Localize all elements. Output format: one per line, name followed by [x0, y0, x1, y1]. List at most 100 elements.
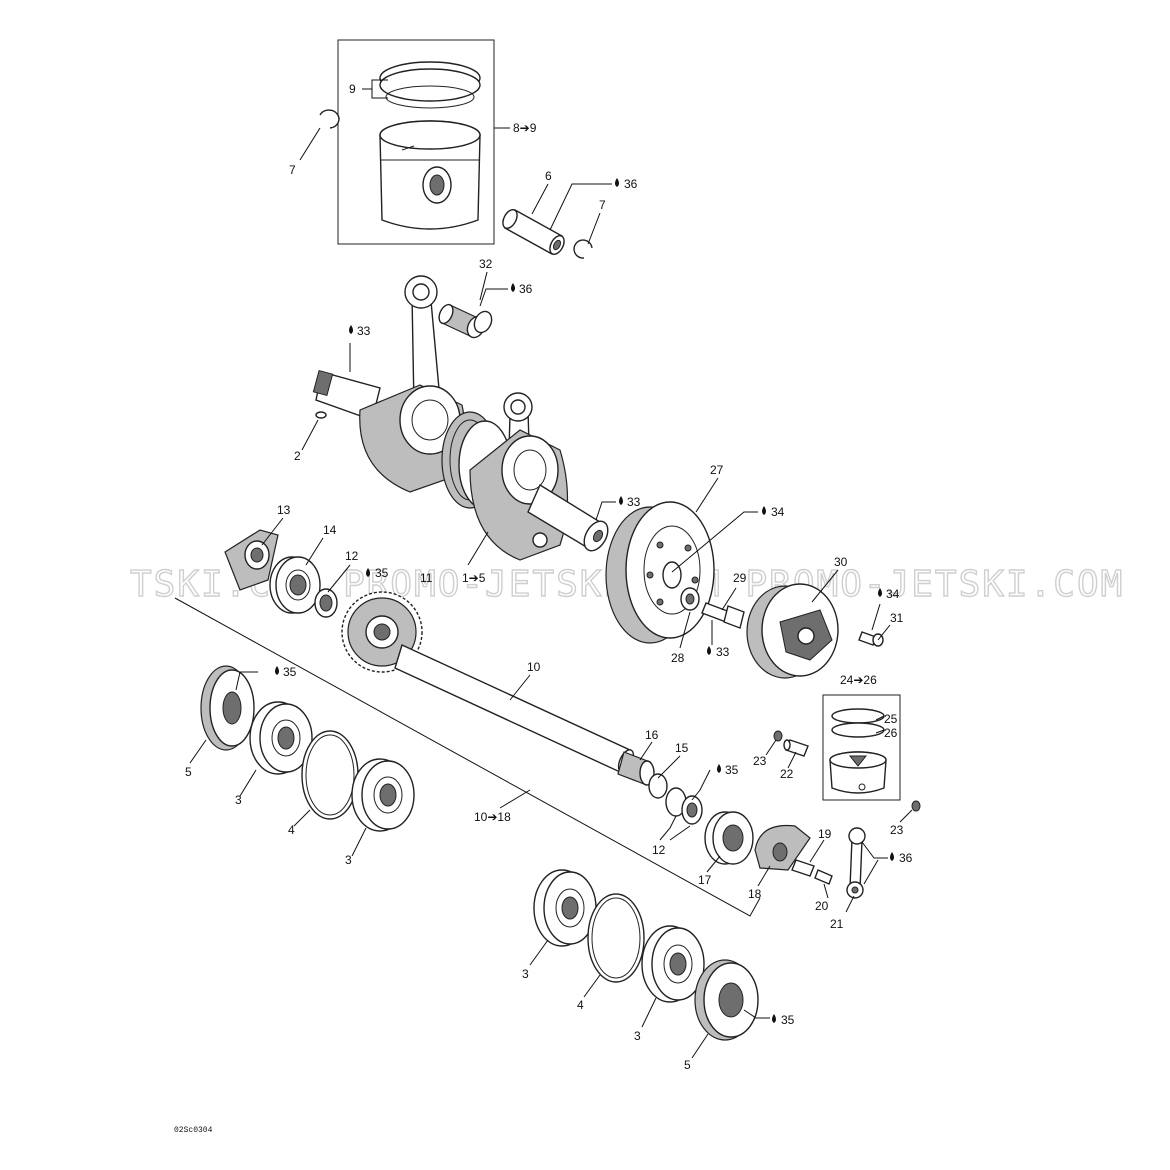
- seals-12-lower: [665, 787, 703, 825]
- woodruff-key: [315, 411, 327, 419]
- callout-9: 9: [349, 82, 356, 96]
- callout-32: 32: [479, 257, 493, 271]
- callout-2: 2: [294, 449, 301, 463]
- callout-13: 13: [277, 503, 291, 517]
- circlip-upper: [319, 109, 340, 129]
- circlip-15: [648, 773, 668, 799]
- callout-6: 6: [545, 169, 552, 183]
- drop-icon: [707, 646, 711, 655]
- callout-30: 30: [834, 555, 848, 569]
- callout-3-left-a: 3: [235, 793, 242, 807]
- callout-35-seal: 35: [283, 665, 297, 679]
- balancer-shaft-10: [394, 644, 635, 773]
- callout-4-left: 4: [288, 823, 295, 837]
- callout-36-pin: 36: [624, 177, 638, 191]
- drawing-code: 02Sc0304: [174, 1126, 213, 1135]
- callout-23-upper: 23: [753, 754, 767, 768]
- callout-33-screw: 33: [716, 645, 730, 659]
- washer-28: [680, 587, 700, 611]
- callout-10: 10: [527, 660, 541, 674]
- callout-11: 11: [420, 571, 433, 585]
- screw-29: [701, 602, 745, 629]
- pin-22: [783, 739, 809, 757]
- balancer-weight-18: [754, 824, 811, 871]
- drive-coupler: [746, 583, 839, 679]
- callout-24-26: 24➔26: [840, 673, 877, 687]
- drop-icon: [878, 588, 882, 597]
- drop-icon: [366, 568, 370, 577]
- callout-23-lower: 23: [890, 823, 904, 837]
- screw-20: [814, 869, 833, 885]
- callout-26: 26: [884, 726, 898, 740]
- drop-icon: [275, 666, 279, 675]
- callout-3-lower-b: 3: [634, 1029, 641, 1043]
- callout-35-lower: 35: [781, 1013, 795, 1027]
- callout-36-rod: 36: [899, 851, 913, 865]
- callout-3-lower-a: 3: [522, 967, 529, 981]
- callout-3-left-b: 3: [345, 853, 352, 867]
- callout-15: 15: [675, 741, 689, 755]
- drop-icon: [772, 1014, 776, 1023]
- needle-bearing-16: [617, 751, 655, 786]
- callout-29: 29: [733, 571, 747, 585]
- leader-lines: [174, 79, 913, 1059]
- callout-4-lower: 4: [577, 998, 584, 1012]
- callout-21: 21: [830, 917, 844, 931]
- callout-33-left: 33: [357, 324, 371, 338]
- bearing-3-left-b: [351, 758, 415, 832]
- oil-seal-5-lower: [694, 959, 759, 1041]
- piston-pin: [502, 209, 565, 255]
- callout-18: 18: [748, 887, 762, 901]
- drop-icon: [511, 283, 515, 292]
- drop-icon: [762, 506, 766, 515]
- ball-bearing-17: [704, 811, 754, 865]
- drop-icon: [619, 496, 623, 505]
- callout-17: 17: [698, 873, 712, 887]
- callout-5-lower: 5: [684, 1058, 691, 1072]
- callout-35-lower-seal: 35: [725, 763, 739, 777]
- callout-labels: 9 8➔9 7 6 36 7 32 36 33 2 27 33 34 13 14…: [185, 82, 913, 1072]
- balancer-rod-21: [846, 827, 866, 899]
- balancer-piston-box: [822, 694, 901, 801]
- seal-12-upper: [314, 588, 338, 618]
- callout-28: 28: [671, 651, 685, 665]
- callout-16: 16: [645, 728, 659, 742]
- callout-7-lower: 7: [599, 198, 606, 212]
- lubricant-drop-icons: [275, 178, 894, 1023]
- oil-seal-5-left: [200, 665, 255, 751]
- clip-23-lower: [911, 800, 921, 812]
- callout-35-upper: 35: [375, 566, 389, 580]
- callout-5-left: 5: [185, 765, 192, 779]
- drop-icon: [349, 325, 353, 334]
- drop-icon: [717, 764, 721, 773]
- needle-bearing-upper: [438, 303, 493, 339]
- balancer-weight-13: [224, 529, 279, 591]
- callout-19: 19: [818, 827, 832, 841]
- callout-22: 22: [780, 767, 794, 781]
- callout-34-flywheel: 34: [771, 505, 785, 519]
- ring-4-lower: [587, 893, 645, 983]
- bearing-3-lower-b: [641, 925, 705, 1003]
- ring-4-left: [301, 730, 359, 820]
- callout-10-18: 10➔18: [474, 810, 511, 824]
- callout-12-upper: 12: [345, 549, 359, 563]
- pin-19: [791, 859, 815, 877]
- callout-34-coupler: 34: [886, 587, 900, 601]
- circlip-lower: [573, 239, 593, 259]
- callout-33-right: 33: [627, 495, 641, 509]
- callout-27: 27: [710, 463, 724, 477]
- clip-23-upper: [773, 730, 783, 742]
- callout-8-9: 8➔9: [513, 121, 537, 135]
- callout-14: 14: [323, 523, 337, 537]
- callout-1-5: 1➔5: [462, 571, 486, 585]
- callout-36-bearing: 36: [519, 282, 533, 296]
- crankshaft: [312, 275, 609, 561]
- bearing-3-left-a: [249, 701, 313, 775]
- piston-kit-box: [337, 39, 495, 245]
- callout-12-lower: 12: [652, 843, 666, 857]
- callout-20: 20: [815, 899, 829, 913]
- callout-31: 31: [890, 611, 904, 625]
- drop-icon: [615, 178, 619, 187]
- drop-icon: [890, 852, 894, 861]
